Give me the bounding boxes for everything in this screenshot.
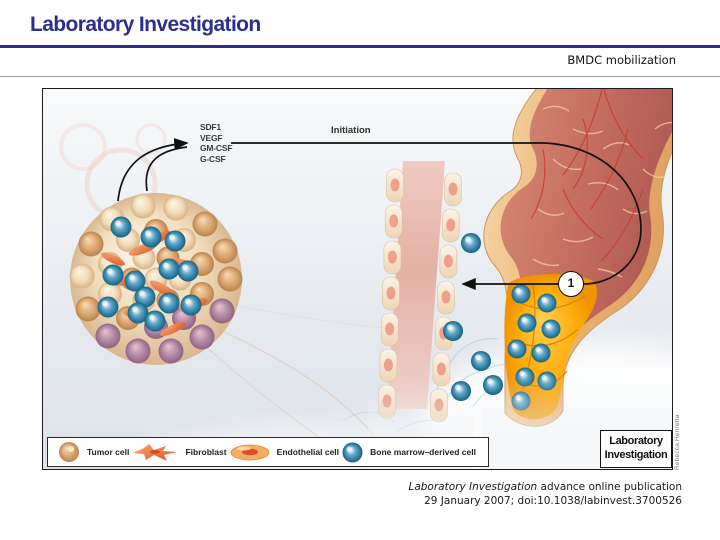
legend-label: Endothelial cell [276, 447, 340, 457]
legend-label: Tumor cell [87, 447, 130, 457]
endothelial-cell-icon [230, 444, 270, 460]
slide-heading: BMDC mobilization [567, 53, 676, 67]
cytokine-gmcsf: GM-CSF [200, 143, 233, 153]
journal-logo-line2: Investigation [604, 448, 668, 461]
trabecular-streaks [532, 105, 672, 278]
cytokine-gcsf: G-CSF [200, 153, 226, 164]
figure-panel: SDF1 VEGF GM-CSF G-CSF Initiation 1 Tumo… [42, 88, 673, 470]
initiation-path [231, 142, 642, 285]
bone-marrow-derived-cell-icon [342, 442, 363, 462]
fibroblast-icon [133, 443, 178, 461]
journal-logo-line1: Laboratory [609, 435, 663, 447]
legend-label: Fibroblast [185, 447, 227, 457]
caption-line1: Laboratory Investigation advance online … [408, 481, 682, 495]
step-1-badge: 1 [558, 271, 584, 297]
caption-line2: 29 January 2007; doi:10.1038/labinvest.3… [424, 494, 682, 507]
journal-masthead-title: Laboratory Investigation [30, 13, 261, 36]
bmdc-cells-in-tumor [97, 216, 202, 332]
tumor-secretion-arrow [117, 138, 189, 202]
initiation-label: Initiation [331, 125, 371, 136]
journal-logo-box: Laboratory Investigation [600, 430, 672, 468]
figure-legend: Tumor cell Fibroblast Endothelial cell [47, 437, 489, 467]
legend-item-bmdc: Bone marrow–derived cell [342, 442, 476, 463]
legend-item-fibroblast: Fibroblast [132, 443, 227, 462]
bone-with-marrow [481, 89, 672, 469]
mobilized-bmdc-cells [443, 233, 503, 401]
caption-line1-rest: advance online publication [537, 481, 683, 493]
figure-caption: Laboratory Investigation advance online … [408, 481, 682, 508]
legend-item-tumor-cell: Tumor cell [58, 441, 129, 463]
cytokine-labels: SDF1 VEGF GM-CSF G-CSF [200, 122, 233, 164]
header-divider [0, 76, 720, 77]
cytokine-sdf1: SDF1 [200, 122, 221, 132]
artist-credit: Rebecca Henretta [674, 414, 681, 470]
legend-label: Bone marrow–derived cell [370, 447, 476, 457]
legend-item-endothelial-cell: Endothelial cell [230, 444, 339, 461]
tumor-cell-icon [59, 442, 79, 462]
tumor-secretion-curve [145, 146, 188, 192]
tumor-cell-cluster [69, 193, 243, 365]
caption-journal-name: Laboratory Investigation [408, 481, 538, 493]
masthead-rule [0, 45, 720, 48]
flow-arrows [117, 138, 642, 290]
bmdc-mobilization-illustration [43, 89, 672, 469]
cytokine-vegf: VEGF [200, 132, 223, 143]
marrow-vessels [530, 89, 644, 262]
